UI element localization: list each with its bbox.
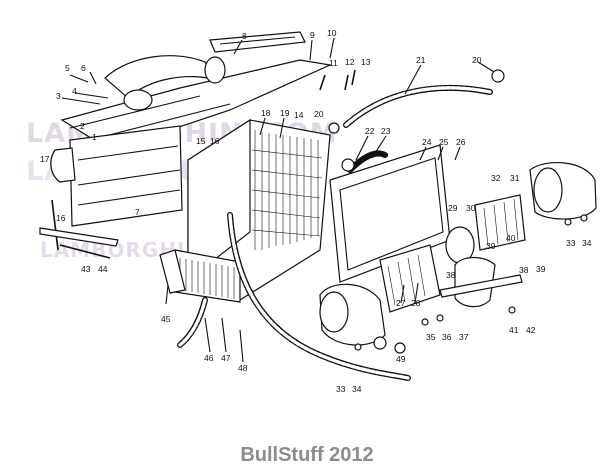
part-label-22: 22	[365, 126, 375, 136]
part-label-18: 18	[261, 108, 271, 118]
part-label-47: 47	[221, 353, 231, 363]
part-label-10: 10	[327, 28, 337, 38]
part-label-16: 16	[210, 136, 220, 146]
part-label-21: 21	[416, 55, 426, 65]
part-label-16b: 16	[56, 213, 66, 223]
part-label-48: 48	[238, 363, 248, 373]
part-label-38: 38	[446, 270, 456, 280]
footer-credit: BullStuff 2012	[240, 444, 374, 466]
air-duct-assembly	[39, 31, 333, 259]
part-label-17: 17	[40, 154, 50, 164]
part-label-33: 33	[566, 238, 576, 248]
part-label-43: 43	[81, 264, 91, 274]
part-label-20b: 20	[314, 109, 324, 119]
part-label-8: 8	[242, 31, 247, 41]
part-label-15: 15	[196, 136, 206, 146]
part-label-7: 7	[135, 207, 140, 217]
part-label-38b: 38	[519, 265, 529, 275]
part-label-25: 25	[439, 137, 449, 147]
part-label-35: 35	[426, 332, 436, 342]
part-label-13: 13	[361, 57, 371, 67]
part-label-34b: 34	[352, 384, 362, 394]
part-label-24: 24	[422, 137, 432, 147]
part-label-9: 9	[310, 30, 315, 40]
hoses	[177, 84, 493, 381]
part-label-29: 29	[448, 203, 458, 213]
part-label-23: 23	[381, 126, 391, 136]
part-label-37: 37	[459, 332, 469, 342]
part-label-39b: 39	[536, 264, 546, 274]
part-label-49: 49	[396, 354, 406, 364]
part-label-36: 36	[442, 332, 452, 342]
part-label-31: 31	[510, 173, 520, 183]
part-label-5: 5	[65, 63, 70, 73]
part-number-labels: 1 2 3 4 5 6 7 8 9 10 11 12 13 14 15 16 1…	[40, 28, 592, 394]
part-label-26: 26	[456, 137, 466, 147]
part-label-3: 3	[56, 91, 61, 101]
part-label-34: 34	[582, 238, 592, 248]
part-label-40: 40	[506, 233, 516, 243]
heater-core-box	[174, 118, 331, 303]
part-label-19: 19	[280, 108, 290, 118]
part-label-2: 2	[80, 121, 85, 131]
part-label-28: 28	[411, 298, 421, 308]
part-label-6: 6	[81, 63, 86, 73]
part-label-42: 42	[526, 325, 536, 335]
part-label-1: 1	[92, 132, 97, 142]
part-label-44: 44	[98, 264, 108, 274]
part-label-46: 46	[204, 353, 214, 363]
part-label-20: 20	[472, 55, 482, 65]
part-label-32: 32	[491, 173, 501, 183]
part-label-30: 30	[466, 203, 476, 213]
part-label-14: 14	[294, 110, 304, 120]
part-label-39: 39	[486, 241, 496, 251]
part-label-27: 27	[396, 298, 406, 308]
part-label-45: 45	[161, 314, 171, 324]
part-label-41: 41	[509, 325, 519, 335]
leader-lines	[61, 37, 495, 363]
part-label-12: 12	[345, 57, 355, 67]
blower-panel	[319, 144, 597, 346]
hardware-parts	[159, 69, 588, 354]
part-label-11: 11	[329, 58, 338, 68]
part-label-33b: 33	[336, 384, 346, 394]
part-label-4: 4	[72, 86, 77, 96]
